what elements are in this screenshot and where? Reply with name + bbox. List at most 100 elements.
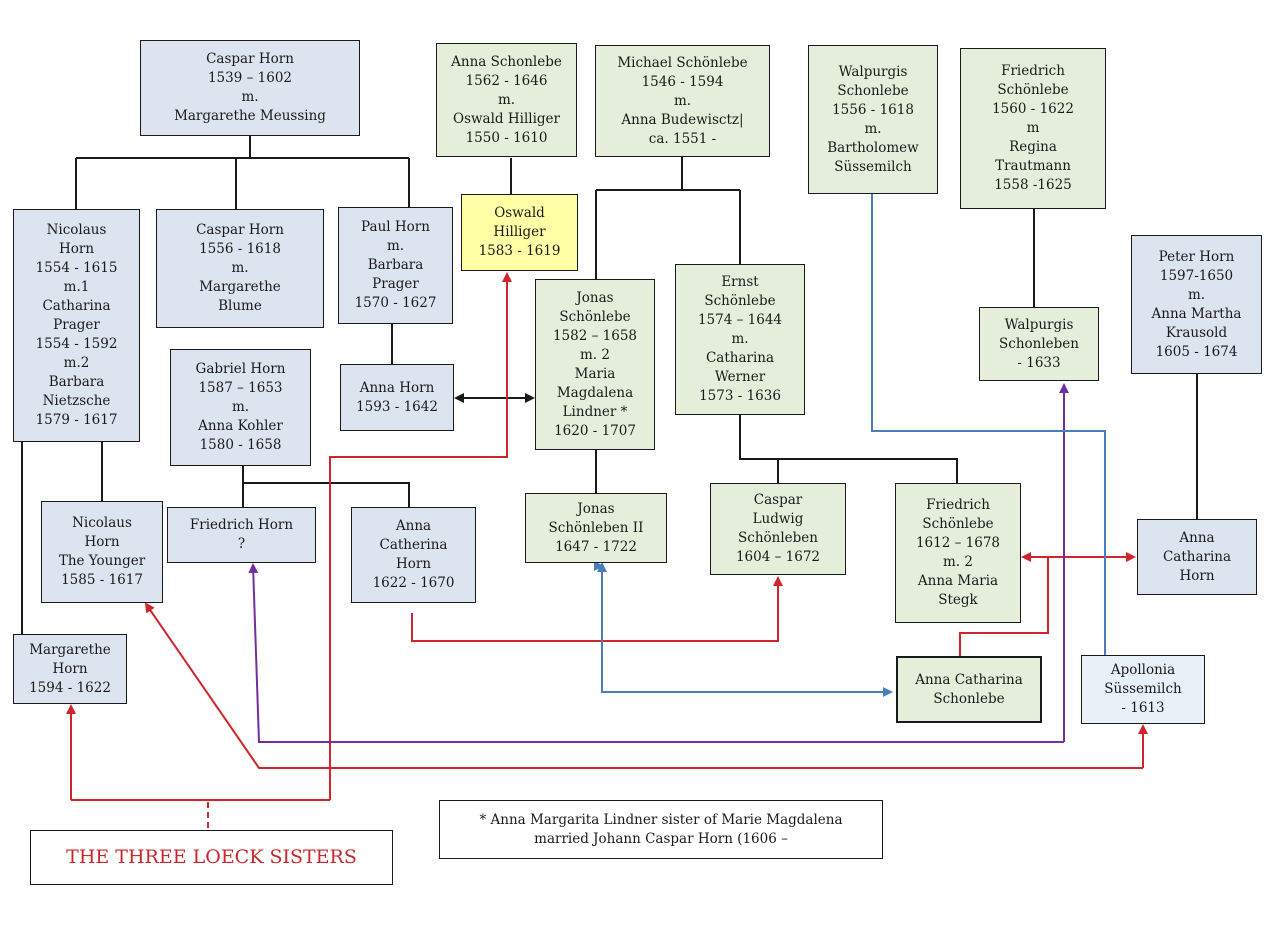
person-text-line: Horn [84, 534, 120, 550]
person-text-line: Apollonia [1110, 662, 1176, 678]
person-text-line: Horn [52, 660, 88, 677]
person-text-line: 1556 - 1618 [832, 101, 914, 118]
person-text-line: 1570 - 1627 [354, 295, 437, 311]
person-text-line: Anna Schonlebe [451, 53, 562, 70]
person-text-line: 1580 - 1658 [199, 437, 282, 453]
person-text-line: m. [497, 91, 516, 108]
person-text-line: 1612 – 1678 [915, 535, 1001, 551]
person-text-line: Paul Horn [361, 219, 430, 235]
person-text-line: Süssemilch [834, 158, 912, 175]
person-text-line: Barbara [48, 374, 105, 390]
person-text-line: Schonlebe [837, 82, 909, 99]
person-text-line: m. [1187, 286, 1206, 303]
person-text-line: Oswald [494, 205, 545, 221]
person-text-line: Lindner * [562, 403, 628, 420]
person-anna-horn-1593: Anna Horn 1593 - 1642 [340, 364, 454, 431]
person-text-line: Schönleben [738, 530, 818, 546]
person-text-line: 1554 - 1615 [35, 260, 118, 276]
person-text-line: Maria [574, 365, 616, 382]
person-text-line: Horn [58, 241, 95, 257]
person-text-line: 1583 - 1619 [478, 243, 561, 259]
person-text-line: Margarethe [199, 279, 281, 295]
person-text-line: 1546 - 1594 [641, 73, 724, 90]
person-text-line: Regina [1009, 139, 1057, 155]
person-text-line: 1620 - 1707 [554, 422, 636, 439]
person-text-line: Blume [218, 298, 262, 314]
person-text-line: Bartholomew [827, 139, 919, 156]
person-text-line: 1562 - 1646 [465, 72, 548, 89]
footnote-line: * Anna Margarita Lindner sister of Marie… [479, 811, 843, 828]
person-text-line: Friedrich Horn [189, 517, 294, 533]
person-text-line: m. 2 [943, 554, 973, 570]
person-text-line: Schonleben [999, 335, 1079, 352]
person-text-line: Anna Horn [359, 379, 435, 396]
person-text-line: ca. 1551 - [648, 130, 717, 147]
person-text-line: Ludwig [752, 511, 804, 527]
person-text-line: Krausold [1165, 324, 1228, 341]
person-text-line: Catharina [42, 298, 111, 314]
person-text-line: Horn [1179, 567, 1215, 584]
person-text-line: Barbara [367, 257, 424, 273]
person-text-line: Jonas [576, 289, 614, 306]
person-text-line: Werner [714, 369, 766, 385]
person-text-line: Anna Martha [1151, 305, 1242, 322]
person-text-line: 1573 - 1636 [699, 388, 781, 404]
person-text-line: m.2 [63, 355, 90, 371]
person-text-line: Oswald Hilliger [453, 110, 560, 127]
person-text-line: Magdalena [556, 384, 634, 401]
person-text-line: 1574 – 1644 [697, 312, 783, 328]
diagram-title-text: THE THREE LOECK SISTERS [66, 846, 357, 868]
person-text-line: 1594 - 1622 [29, 679, 111, 696]
person-text-line: 1585 - 1617 [61, 572, 143, 588]
person-text-line: Jonas [577, 500, 615, 517]
person-text-line: Ernst [721, 274, 759, 290]
footnote: * Anna Margarita Lindner sister of Marie… [439, 800, 883, 859]
person-text-line: m. 2 [580, 346, 610, 363]
person-text-line: Friedrich [926, 497, 990, 513]
person-text-line: 1593 - 1642 [356, 398, 438, 415]
lineage-lines [21, 136, 1198, 634]
person-text-line: m. [731, 331, 749, 347]
person-text-line: 1597-1650 [1159, 267, 1234, 284]
person-caspar-horn-1539: Caspar Horn 1539 – 1602 m. Margarethe Meuss… [140, 40, 360, 136]
person-text-line: 1539 – 1602 [207, 70, 293, 86]
person-text-line: Anna [1179, 529, 1215, 546]
person-text-line: Friedrich [1001, 63, 1065, 79]
person-text-line: m. [864, 120, 882, 137]
person-text-line: Prager [372, 276, 419, 292]
person-text-line: 1560 - 1622 [992, 101, 1074, 117]
person-text-line: Schönlebe [922, 516, 994, 532]
person-text-line: - 1633 [1017, 354, 1061, 371]
person-text-line: 1604 – 1672 [735, 549, 821, 565]
person-text-line: Catharina [1162, 548, 1232, 565]
person-text-line: Schönlebe [997, 82, 1069, 98]
person-text-line: 1554 - 1592 [35, 336, 118, 352]
person-text-line: Margarethe Meussing [174, 108, 326, 124]
person-text-line: Gabriel Horn [195, 361, 286, 377]
person-text-line: 1622 - 1670 [372, 575, 455, 591]
person-text-line: Horn [395, 556, 432, 572]
person-text-line: Nicolaus [72, 515, 132, 531]
person-text-line: m. [241, 89, 259, 105]
purple-connectors [248, 383, 1069, 743]
person-text-line: Schönlebe [704, 293, 776, 309]
person-text-line: Caspar Horn [206, 51, 294, 67]
person-text-line: 1582 – 1658 [552, 327, 638, 344]
person-text-line: m. [231, 399, 250, 415]
person-text-line: Hilliger [493, 224, 546, 240]
person-text-line: Walpurgis [838, 63, 908, 80]
blue-connectors [597, 194, 1106, 697]
person-text-line: m. [673, 92, 692, 109]
